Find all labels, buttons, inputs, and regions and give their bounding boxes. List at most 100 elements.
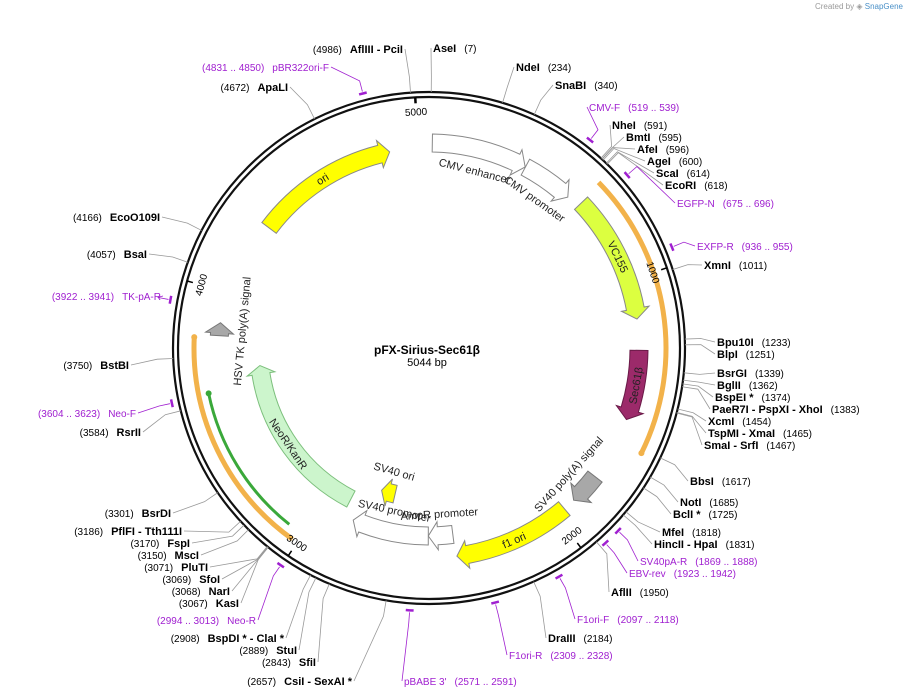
primer-egfp-n[interactable]: EGFP-N(675 .. 696) (623, 165, 774, 210)
site-position: (3584) (80, 428, 109, 439)
primer-binding-mark (669, 243, 675, 252)
site-bspdi-clai[interactable]: (2908)BspDI * - ClaI * (171, 574, 311, 645)
site-mfei[interactable]: MfeI(1818) (625, 511, 721, 539)
primer-neo-r[interactable]: (2994 .. 3013)Neo-R (157, 561, 285, 627)
site-apali[interactable]: (4672)ApaLI (221, 82, 315, 120)
primer-binding-mark (405, 608, 414, 612)
primer-exfp-r[interactable]: EXFP-R(936 .. 955) (669, 241, 793, 253)
site-msci[interactable]: (3150)MscI (138, 529, 249, 562)
primer-cmv-f[interactable]: CMV-F(519 .. 539) (586, 103, 679, 144)
site-afei[interactable]: AfeI(596) (601, 144, 689, 160)
site-snabi[interactable]: SnaBI(340) (533, 80, 618, 115)
primer-leader-line (606, 544, 628, 574)
site-position: (2657) (247, 677, 276, 688)
primer-name: CMV-F (589, 103, 620, 114)
site-position: (4057) (87, 250, 116, 261)
feature-cmv-promoter (520, 158, 570, 203)
primer-text: EGFP-N(675 .. 696) (677, 199, 774, 210)
primer-f1ori-r[interactable]: F1ori-R(2309 .. 2328) (491, 600, 613, 662)
site-name: BlpI (717, 349, 738, 361)
primer-tk-pa-r[interactable]: (3922 .. 3941)TK-pA-R (52, 292, 173, 304)
primer-pbr322ori-f[interactable]: (4831 .. 4850)pBR322ori-F (202, 63, 367, 96)
site-fspi[interactable]: (3170) FspI (130, 524, 245, 550)
site-name: EcoO109I (110, 212, 160, 224)
site-nhei[interactable]: NheI(591) (600, 120, 667, 159)
site-leader-line (602, 148, 646, 162)
primer-binding-mark (491, 600, 500, 605)
site-position: (7) (464, 44, 476, 55)
site-tspmi-xmai[interactable]: TspMI - XmaI(1465) (676, 411, 812, 440)
site-noti[interactable]: NotI(1685) (649, 476, 738, 509)
site-aflii[interactable]: AflII(1950) (596, 541, 669, 599)
site-name: FspI (167, 538, 190, 550)
site-leader-line (682, 383, 714, 398)
tick-mark-2000 (576, 542, 582, 549)
site-ndei[interactable]: NdeI(234) (502, 62, 572, 103)
site-name: AflII (611, 587, 632, 599)
site-pflfi-tth111i[interactable]: (3186)PflFI - Tth111I (74, 521, 241, 538)
site-bsai[interactable]: (4057)BsaI (87, 249, 188, 263)
site-draiii[interactable]: DraIII(2184) (533, 581, 613, 645)
site-hincii-hpai[interactable]: HincII - HpaI(1831) (622, 514, 754, 551)
site-bspei[interactable]: BspEI *(1374) (682, 383, 790, 404)
site-bpu10i[interactable]: Bpu10I(1233) (684, 337, 791, 349)
site-name: PluTI (181, 562, 208, 574)
site-position: (1685) (709, 498, 738, 509)
site-sfoi[interactable]: (3069)SfoI (162, 546, 269, 586)
primer-pbabe-3[interactable]: pBABE 3'(2571 .. 2591) (401, 608, 517, 688)
primer-range: (675 .. 696) (723, 199, 774, 210)
site-position: (591) (644, 121, 667, 132)
site-name: BglII (717, 380, 741, 392)
site-paer7i-pspxi-xhoi[interactable]: PaeR7I - PspXI - XhoI(1383) (681, 386, 860, 416)
site-name: Bpu10I (717, 337, 754, 349)
primer-name: Neo-F (108, 409, 136, 420)
site-position: (1465) (783, 429, 812, 440)
site-pluti[interactable]: (3071)PluTI (144, 546, 268, 574)
primer-neo-f[interactable]: (3604 .. 3623)Neo-F (38, 399, 174, 420)
site-position: (1011) (739, 261, 767, 272)
site-bglii[interactable]: BglII(1362) (682, 379, 778, 392)
orf-layer (191, 180, 669, 542)
site-bstbi[interactable]: (3750)BstBI (63, 358, 174, 372)
site-asei[interactable]: AseI(7) (430, 43, 476, 93)
primer-text: EXFP-R(936 .. 955) (697, 242, 793, 253)
site-afliii-pcii[interactable]: (4986)AflIII - PciI (313, 44, 411, 93)
primer-range: (3922 .. 3941) (52, 292, 114, 303)
site-leader-line (605, 151, 655, 174)
site-blpi[interactable]: BlpI(1251) (684, 344, 775, 361)
site-text: BsrGI(1339) (717, 368, 784, 380)
site-xmni[interactable]: XmnI(1011) (672, 260, 767, 272)
site-name: BclI * (673, 509, 701, 521)
site-bbsi[interactable]: BbsI(1617) (660, 457, 751, 488)
site-name: BsrDI (142, 508, 171, 520)
site-rsrii[interactable]: (3584)RsrII (80, 410, 181, 439)
primer-sv40pa-r[interactable]: SV40pA-R(1869 .. 1888) (614, 527, 758, 568)
site-position: (1617) (722, 477, 751, 488)
plasmid-name: pFX-Sirius-Sec61β (374, 343, 480, 357)
site-bsrdi[interactable]: (3301)BsrDI (105, 492, 219, 520)
site-smai-srfi[interactable]: SmaI - SrfI(1467) (676, 412, 796, 452)
site-stui[interactable]: (2889)StuI (239, 577, 317, 657)
primer-name: Neo-R (227, 616, 256, 627)
site-sfii[interactable]: (2843)SfiI (262, 583, 330, 669)
feature-label-ampr-promoter: AmpR promoter (400, 506, 479, 523)
primer-ebv-rev[interactable]: EBV-rev(1923 .. 1942) (601, 539, 736, 580)
primer-binding-mark (358, 91, 367, 96)
site-leader-line (142, 410, 181, 433)
site-xcmi[interactable]: XcmI(1454) (677, 408, 772, 428)
primer-f1ori-f[interactable]: F1ori-F(2097 .. 2118) (554, 573, 679, 626)
site-leader-line (285, 574, 311, 639)
site-bsrgi[interactable]: BsrGI(1339) (683, 368, 784, 380)
site-position: (3170) (130, 539, 159, 550)
tick-label-4000: 4000 (194, 273, 211, 298)
site-bcli[interactable]: BclI *(1725) (643, 487, 737, 521)
site-text: (2889)StuI (239, 645, 297, 657)
site-ecori[interactable]: EcoRI(618) (606, 152, 728, 192)
site-agei[interactable]: AgeI(600) (602, 148, 702, 168)
site-name: CsiI - SexAI * (284, 676, 353, 688)
site-ecoo109i[interactable]: (4166)EcoO109I (73, 212, 202, 231)
site-csii-sexai[interactable]: (2657) CsiI - SexAI * (247, 600, 387, 688)
site-scai[interactable]: ScaI(614) (605, 151, 710, 180)
tick-label-1000: 1000 (643, 260, 661, 285)
